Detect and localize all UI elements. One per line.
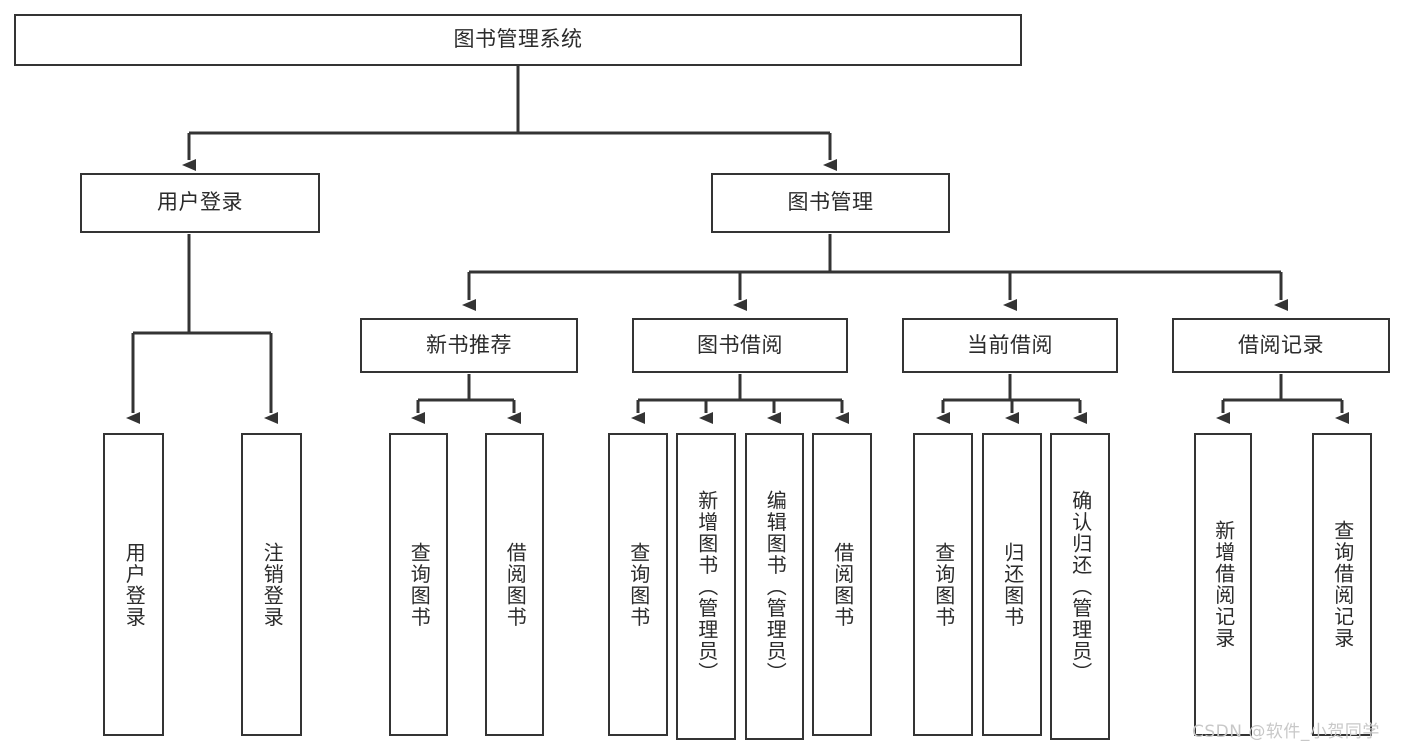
leaf-user-login[interactable]: 用户登录 [103,433,164,736]
node-label: 图书借阅 [697,332,783,357]
leaf-query-book-current[interactable]: 查询图书 [913,433,973,736]
node-label: 借阅图书 [503,541,528,628]
node-label: 图书管理 [787,190,874,215]
edge-group-book-management [462,234,1288,311]
node-label: 新增图书（管理员） [694,489,719,684]
node-label: 图书管理系统 [453,27,583,52]
leaf-confirm-return-admin[interactable]: 确认归还（管理员） [1050,433,1110,740]
node-root-system[interactable]: 图书管理系统 [14,14,1022,66]
node-label: 新增借阅记录 [1211,520,1236,649]
leaf-query-book-borrow[interactable]: 查询图书 [608,433,668,736]
leaf-return-book[interactable]: 归还图书 [982,433,1042,736]
leaf-borrow-book-recommend[interactable]: 借阅图书 [485,433,544,736]
node-label: 借阅记录 [1238,332,1324,357]
node-borrow-record[interactable]: 借阅记录 [1172,318,1390,373]
leaf-borrow-book[interactable]: 借阅图书 [812,433,872,736]
edge-group-user-login [126,234,278,424]
node-book-borrow[interactable]: 图书借阅 [632,318,848,373]
node-label: 确认归还（管理员） [1068,489,1093,684]
node-label: 当前借阅 [967,332,1053,357]
node-label: 查询借阅记录 [1330,520,1355,649]
node-label: 用户登录 [157,190,243,215]
node-label: 查询图书 [407,541,432,628]
node-label: 用户登录 [122,541,147,628]
edge-group-root [182,66,837,171]
leaf-edit-book-admin[interactable]: 编辑图书（管理员） [745,433,804,740]
leaf-query-borrow-record[interactable]: 查询借阅记录 [1312,433,1372,736]
node-label: 查询图书 [626,541,651,628]
node-label: 查询图书 [931,541,956,628]
leaf-query-book-recommend[interactable]: 查询图书 [389,433,448,736]
node-label: 新书推荐 [426,332,512,357]
node-book-management[interactable]: 图书管理 [711,173,950,233]
leaf-logout-login[interactable]: 注销登录 [241,433,302,736]
edge-group-borrow-record [1216,374,1349,424]
edge-group-new-book [411,374,521,424]
edge-group-current-borrow [936,374,1087,424]
leaf-add-borrow-record[interactable]: 新增借阅记录 [1194,433,1252,736]
leaf-add-book-admin[interactable]: 新增图书（管理员） [676,433,736,740]
node-new-book-recommend[interactable]: 新书推荐 [360,318,578,373]
edge-group-book-borrow [631,374,849,424]
node-label: 借阅图书 [830,541,855,628]
node-current-borrow[interactable]: 当前借阅 [902,318,1118,373]
node-user-login[interactable]: 用户登录 [80,173,320,233]
node-label: 编辑图书（管理员） [763,489,788,684]
node-label: 归还图书 [1000,541,1025,628]
node-label: 注销登录 [260,541,285,628]
